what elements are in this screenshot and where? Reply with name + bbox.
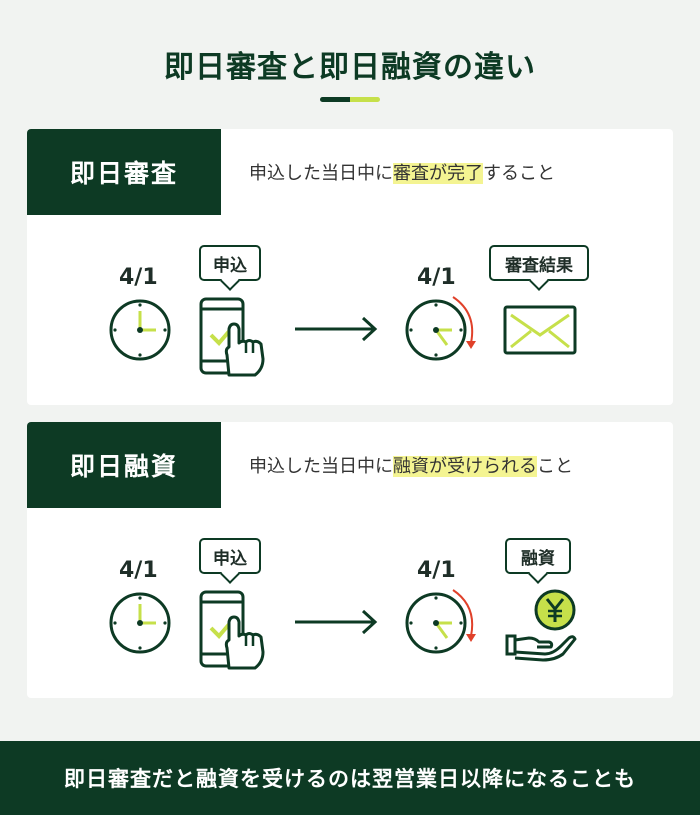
smartphone-tap-icon: [199, 590, 265, 670]
end-date: 4/1: [417, 265, 456, 290]
highlight-text: 融資が受けられる: [393, 456, 537, 477]
card-label: 即日審査: [27, 129, 221, 215]
arrow-right-icon: [295, 609, 378, 635]
highlight-text: 審査が完了: [393, 163, 483, 184]
card-description: 申込した当日中に融資が受けられること: [249, 456, 573, 477]
smartphone-tap-icon: [199, 297, 265, 377]
card-sokujitsu-shinsa: 即日審査 申込した当日中に審査が完了すること 4/1 申込 4/1 審査結果: [27, 129, 673, 405]
envelope-icon: [503, 305, 577, 355]
apply-bubble: 申込: [199, 245, 261, 281]
page-title: 即日審査と即日融資の違い: [164, 50, 536, 85]
card-sokujitsu-yushi: 即日融資 申込した当日中に融資が受けられること 4/1 申込 4/1 融資: [27, 422, 673, 698]
footer-note: 即日審査だと融資を受けるのは翌営業日以降になることも: [0, 741, 700, 815]
end-date: 4/1: [417, 558, 456, 583]
clock-elapsed-icon: [405, 296, 476, 361]
clock-icon: [109, 592, 171, 654]
start-date: 4/1: [119, 265, 158, 290]
result-bubble: 審査結果: [489, 245, 589, 281]
title-underline: [320, 97, 380, 102]
result-bubble: 融資: [505, 538, 571, 574]
arrow-right-icon: [295, 316, 378, 342]
clock-elapsed-icon: [405, 589, 476, 654]
clock-icon: [109, 299, 171, 361]
apply-bubble: 申込: [199, 538, 261, 574]
yen-coin-hand-icon: [505, 589, 577, 662]
start-date: 4/1: [119, 558, 158, 583]
card-description: 申込した当日中に審査が完了すること: [249, 163, 555, 184]
card-label: 即日融資: [27, 422, 221, 508]
